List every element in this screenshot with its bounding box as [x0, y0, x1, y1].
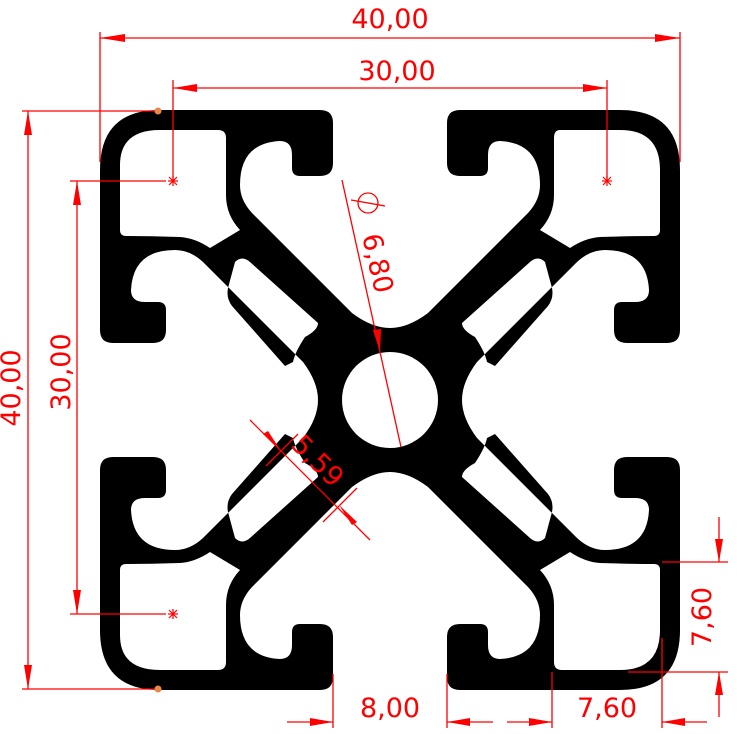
- diameter-symbol-icon: [357, 192, 379, 214]
- dim-overall-width: 40,00: [99, 4, 681, 162]
- slot-spacing-height-label: 30,00: [46, 333, 77, 410]
- dim-corner-cavity-width: 7,60: [507, 638, 707, 728]
- slot-center-markers: [168, 176, 612, 619]
- corner-cavity-height-label: 7,60: [687, 587, 718, 647]
- dim-corner-cavity-height: 7,60: [628, 517, 728, 717]
- center-hole-diameter-label: 6,80: [355, 231, 399, 297]
- reference-point-top: [154, 107, 162, 115]
- slot-opening-label: 8,00: [360, 693, 420, 724]
- reference-point-bottom: [154, 685, 162, 693]
- dim-slot-opening: 8,00: [287, 674, 493, 728]
- overall-width-label: 40,00: [351, 4, 428, 35]
- dim-slot-spacing-width: 30,00: [172, 56, 608, 181]
- overall-height-label: 40,00: [0, 349, 27, 426]
- slot-spacing-width-label: 30,00: [358, 56, 435, 87]
- dim-slot-spacing-height: 30,00: [46, 180, 166, 615]
- dim-overall-height: 40,00: [0, 110, 158, 690]
- corner-cavity-width-label: 7,60: [577, 693, 637, 724]
- extrusion-profile: [100, 110, 680, 690]
